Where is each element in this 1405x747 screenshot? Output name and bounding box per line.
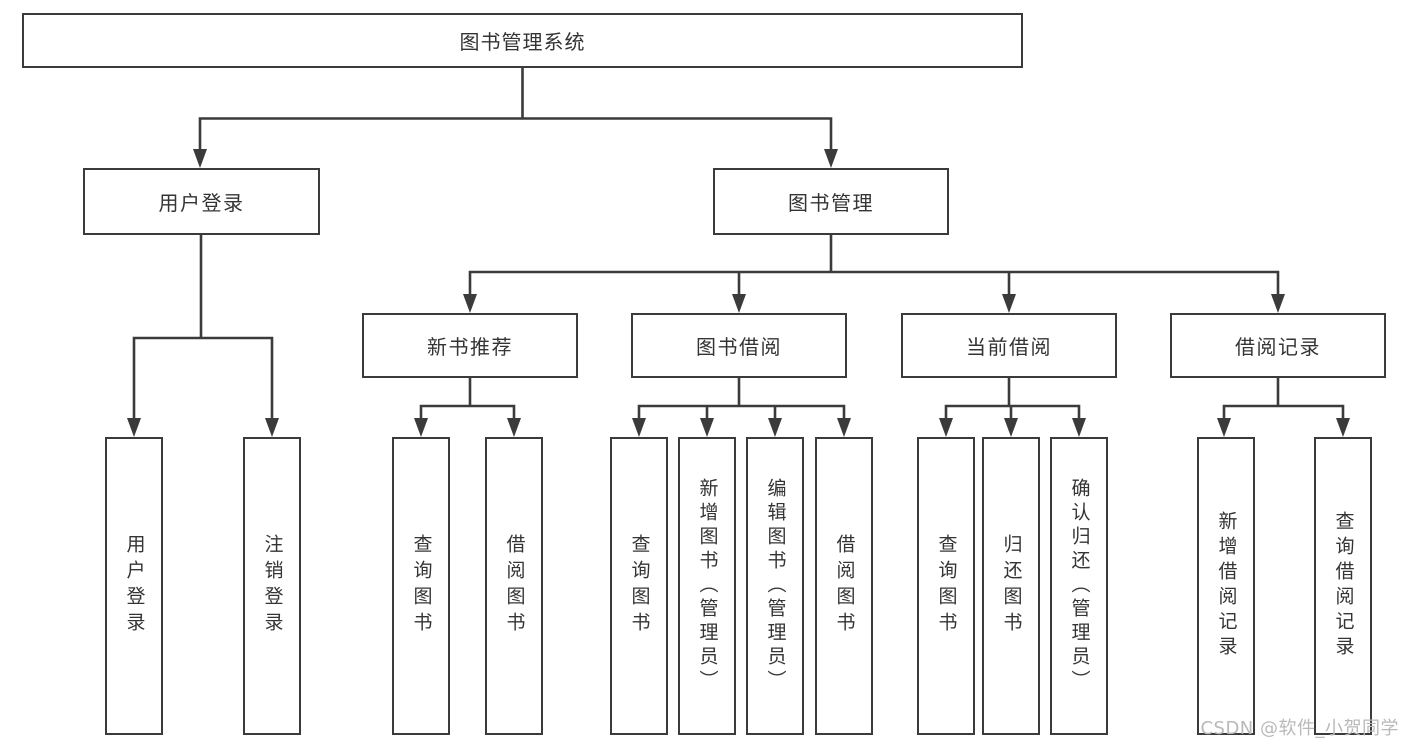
leaf-query-books-current-label: 查询图书 <box>935 534 958 638</box>
leaf-confirm-return-admin: 确认归还（管理员） <box>1050 437 1108 735</box>
node-book-management-label: 图书管理 <box>788 191 874 215</box>
node-user-login: 用户登录 <box>83 168 320 235</box>
leaf-borrow-books-recommend-label: 借阅图书 <box>503 534 526 638</box>
connector-borrow-record-children <box>1217 378 1350 437</box>
node-borrowing-records-label: 借阅记录 <box>1235 335 1321 359</box>
leaf-query-borrow-record: 查询借阅记录 <box>1314 437 1372 735</box>
connector-user-login-children <box>127 235 279 437</box>
leaf-query-books-borrowing: 查询图书 <box>610 437 668 735</box>
leaf-query-books-current: 查询图书 <box>917 437 975 735</box>
connector-root-to-level2 <box>193 68 838 168</box>
node-new-book-recommendation-label: 新书推荐 <box>427 335 513 359</box>
leaf-borrow-books-recommend: 借阅图书 <box>485 437 543 735</box>
connector-new-book-rec-children <box>414 378 521 437</box>
node-book-borrowing: 图书借阅 <box>631 313 847 378</box>
leaf-query-books-recommend-label: 查询图书 <box>410 534 433 638</box>
connector-book-mgmt-children <box>463 235 1285 313</box>
leaf-add-books-admin-label: 新增图书（管理员） <box>696 478 719 694</box>
leaf-return-books: 归还图书 <box>982 437 1040 735</box>
leaf-user-login: 用户登录 <box>105 437 163 735</box>
leaf-edit-books-admin-label: 编辑图书（管理员） <box>764 478 787 694</box>
node-root: 图书管理系统 <box>22 13 1023 68</box>
leaf-user-login-label: 用户登录 <box>123 534 146 638</box>
leaf-borrow-books-borrowing: 借阅图书 <box>815 437 873 735</box>
node-new-book-recommendation: 新书推荐 <box>362 313 578 378</box>
node-book-borrowing-label: 图书借阅 <box>696 335 782 359</box>
node-book-management: 图书管理 <box>713 168 949 235</box>
leaf-query-borrow-record-label: 查询借阅记录 <box>1332 511 1355 661</box>
node-current-borrowing: 当前借阅 <box>901 313 1117 378</box>
leaf-add-books-admin: 新增图书（管理员） <box>678 437 736 735</box>
connector-current-borrow-children <box>939 378 1086 437</box>
leaf-edit-books-admin: 编辑图书（管理员） <box>746 437 804 735</box>
leaf-borrow-books-borrowing-label: 借阅图书 <box>833 534 856 638</box>
leaf-query-books-recommend: 查询图书 <box>392 437 450 735</box>
leaf-return-books-label: 归还图书 <box>1000 534 1023 638</box>
connector-book-borrow-children <box>632 378 851 437</box>
leaf-query-books-borrowing-label: 查询图书 <box>628 534 651 638</box>
leaf-confirm-return-admin-label: 确认归还（管理员） <box>1068 478 1091 694</box>
csdn-watermark: CSDN @软件_小贺同学 <box>1200 718 1399 739</box>
leaf-logout-label: 注销登录 <box>261 534 284 638</box>
node-user-login-label: 用户登录 <box>158 191 245 215</box>
leaf-add-borrow-record: 新增借阅记录 <box>1197 437 1255 735</box>
node-current-borrowing-label: 当前借阅 <box>966 335 1052 359</box>
node-borrowing-records: 借阅记录 <box>1170 313 1386 378</box>
node-root-label: 图书管理系统 <box>459 30 586 54</box>
leaf-logout: 注销登录 <box>243 437 301 735</box>
leaf-add-borrow-record-label: 新增借阅记录 <box>1215 511 1238 661</box>
